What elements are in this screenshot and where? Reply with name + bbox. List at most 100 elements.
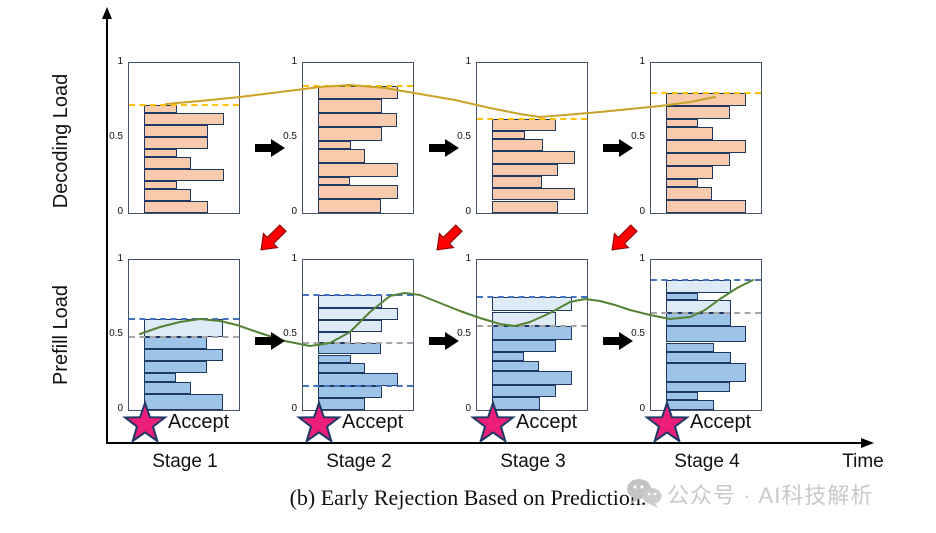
decoding-load-bar	[318, 185, 399, 200]
stage-label-4: Stage 4	[674, 451, 740, 472]
decoding-load-bar	[666, 152, 730, 166]
decoding-load-bar	[318, 177, 350, 186]
decoding-load-bar	[666, 199, 747, 213]
prefill-load-bar	[318, 398, 366, 410]
prefill-load-bar	[492, 384, 556, 398]
decoding-load-bar	[144, 168, 225, 181]
decoding-load-bar	[666, 186, 713, 200]
predicted-load-dashed-line	[129, 317, 239, 320]
decoding-threshold-dashed-line	[651, 92, 761, 94]
prefill-load-bar-predicted	[144, 318, 224, 337]
decoding-load-bar	[144, 148, 177, 158]
decoding-load-bar	[492, 151, 575, 164]
axis-tick-label: 0.5	[283, 328, 297, 339]
decoding-load-bar	[144, 189, 192, 201]
axis-tick-label: 0	[465, 403, 471, 414]
axis-tick-label: 1	[117, 56, 123, 67]
prefill-load-bar-predicted	[666, 280, 731, 294]
red-reject-arrow-icon	[611, 224, 638, 251]
stage-label-2: Stage 2	[326, 451, 392, 472]
prefill-load-bar	[666, 325, 747, 343]
axis-tick-label: 0	[639, 206, 645, 217]
decoding-load-bar	[318, 141, 351, 150]
current-load-dashed-line	[651, 312, 761, 315]
watermark: 公众号 · AI科技解析	[626, 478, 873, 510]
decoding-load-bar	[492, 139, 543, 152]
y-axis-arrowhead-icon	[102, 7, 112, 19]
axis-tick-label: 0	[291, 206, 297, 217]
y-axis-label-decoding-load: Decoding Load	[50, 73, 72, 209]
prefill-load-bar	[318, 386, 382, 398]
axis-tick-label: 0.5	[109, 131, 123, 142]
decoding-load-bar	[666, 139, 747, 153]
red-reject-arrow-icon	[436, 224, 463, 251]
prefill-load-bar	[666, 363, 747, 382]
predicted-load-dashed-line	[477, 295, 587, 298]
prefill-load-bar	[492, 352, 524, 361]
prefill-load-bar	[492, 340, 556, 353]
prefill-load-bar	[318, 354, 351, 363]
prefill-load-bar	[144, 381, 192, 394]
stage-label-1: Stage 1	[152, 451, 218, 472]
prefill-load-bar-predicted	[318, 295, 382, 308]
prefill-load-bar	[492, 397, 541, 411]
decoding-chart-stage-3	[476, 62, 588, 214]
decoding-load-bar	[666, 105, 730, 119]
decoding-load-bar	[318, 85, 399, 100]
decoding-load-bar	[318, 113, 398, 128]
decoding-load-bar	[318, 149, 366, 164]
decoding-load-bar	[666, 165, 714, 179]
decoding-load-bar	[144, 125, 208, 137]
prefill-load-bar	[666, 313, 731, 326]
axis-tick-label: 1	[639, 56, 645, 67]
axis-tick-label: 0	[117, 403, 123, 414]
decoding-load-bar	[492, 175, 542, 189]
decoding-load-bar	[318, 163, 399, 177]
axis-tick-label: 0.5	[457, 131, 471, 142]
prefill-load-bar	[144, 373, 176, 382]
accept-label: Accept	[516, 411, 578, 433]
wechat-icon	[627, 479, 662, 508]
axis-tick-label: 0.5	[109, 328, 123, 339]
x-axis-label-time: Time	[842, 451, 884, 472]
red-reject-arrow-icon	[260, 224, 287, 251]
decoding-load-bar	[318, 99, 382, 114]
prefill-load-bar-predicted	[492, 311, 556, 327]
axis-tick-label: 1	[465, 253, 471, 264]
axis-tick-label: 0.5	[283, 131, 297, 142]
axis-tick-label: 0	[465, 206, 471, 217]
current-load-dashed-line	[303, 342, 413, 345]
decoding-threshold-dashed-line	[129, 104, 239, 106]
accept-label: Accept	[168, 411, 230, 433]
prefill-chart-stage-1	[128, 259, 240, 411]
current-load-dashed-line	[129, 335, 239, 338]
prefill-load-bar	[666, 293, 698, 301]
prefill-load-bar	[492, 371, 573, 385]
decoding-load-bar	[144, 157, 192, 169]
decoding-load-bar	[492, 163, 558, 176]
axis-tick-label: 0.5	[631, 131, 645, 142]
stage-label-3: Stage 3	[500, 451, 566, 472]
axis-tick-label: 1	[291, 253, 297, 264]
prefill-load-bar-predicted	[318, 307, 399, 320]
decoding-chart-stage-2	[302, 62, 414, 214]
decoding-threshold-dashed-line	[477, 117, 587, 120]
prefill-load-bar	[666, 351, 731, 364]
decoding-threshold-dashed-line	[303, 84, 413, 87]
decoding-load-bar	[666, 178, 698, 187]
decoding-load-bar	[492, 130, 525, 140]
secondary-predicted-dashed-line	[303, 385, 413, 387]
prefill-load-bar	[666, 381, 730, 392]
predicted-load-dashed-line	[651, 279, 761, 282]
prefill-load-bar-predicted	[492, 296, 573, 312]
prefill-load-bar	[144, 336, 207, 349]
prefill-chart-stage-2	[302, 259, 414, 411]
decoding-load-bar	[144, 113, 225, 126]
decoding-load-bar	[666, 93, 747, 106]
prefill-chart-stage-3	[476, 259, 588, 411]
watermark-text: 公众号 · AI科技解析	[667, 483, 874, 508]
axis-tick-label: 0	[639, 403, 645, 414]
predicted-load-dashed-line	[303, 294, 413, 297]
prefill-load-bar	[666, 399, 715, 410]
